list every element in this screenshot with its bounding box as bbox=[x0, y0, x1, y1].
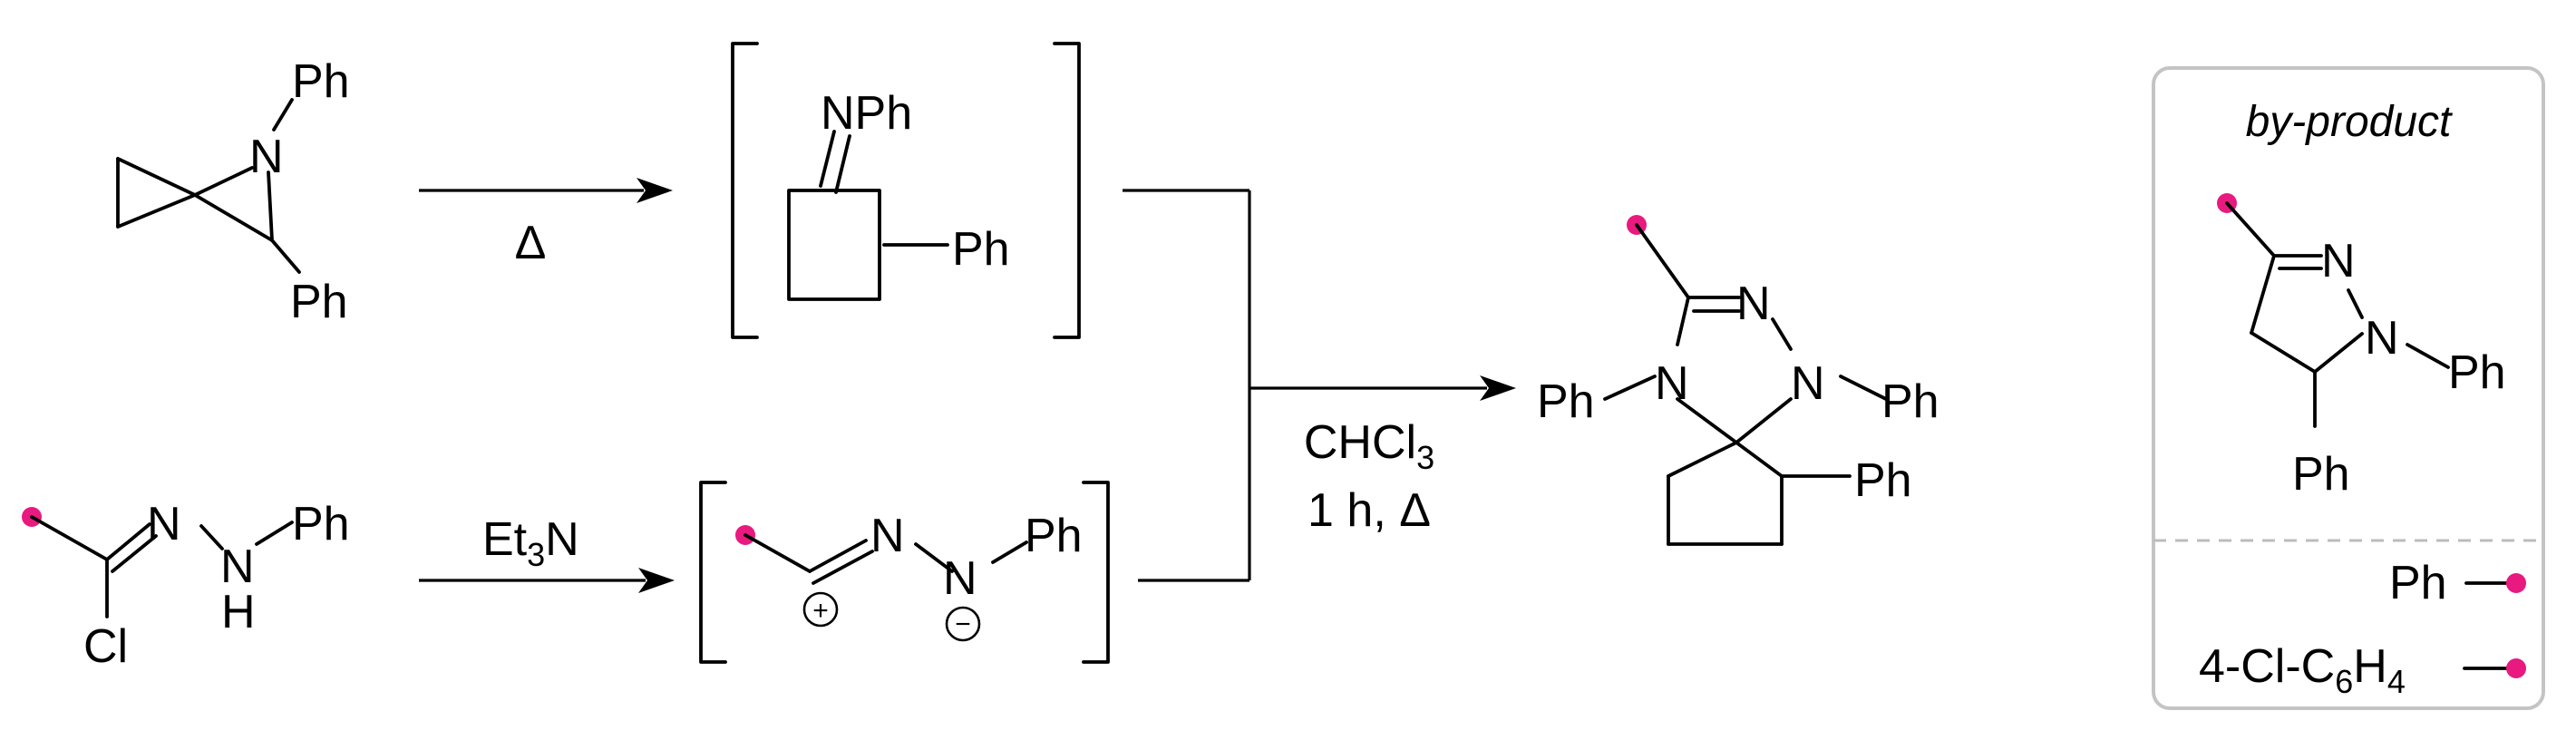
nitrile-imine-n1-label: N bbox=[870, 510, 905, 562]
product-ph-right-label: Ph bbox=[1881, 375, 1939, 428]
plus-charge: + bbox=[812, 596, 829, 626]
product-n-top-label: N bbox=[1736, 278, 1771, 330]
hydrazone-nh-n-label: N bbox=[220, 540, 255, 593]
substituent-dot bbox=[2506, 573, 2526, 593]
product-ph-cyclobutyl-label: Ph bbox=[1854, 454, 1912, 507]
byproduct-title: by-product bbox=[2246, 98, 2453, 146]
arrow-base: Et3N bbox=[419, 513, 675, 593]
imine-ph-label: Ph bbox=[952, 223, 1010, 276]
byproduct-ph-right-label: Ph bbox=[2448, 346, 2506, 399]
substituent-dot bbox=[2506, 658, 2526, 678]
legend-chlorophenyl-label: 4-Cl-C6H4 bbox=[2199, 640, 2406, 700]
cyclobutanimine-intermediate: NPh Ph bbox=[731, 42, 1081, 339]
heat-condition: Δ bbox=[515, 217, 547, 269]
minus-charge: − bbox=[955, 609, 971, 639]
nitrile-imine-intermediate: N N Ph + − bbox=[699, 481, 1110, 664]
hydrazone-n1-label: N bbox=[147, 498, 181, 550]
converging-arrow: CHCl3 1 h, Δ bbox=[1123, 189, 1516, 582]
hydrazone-cl-label: Cl bbox=[83, 620, 128, 673]
base-condition: Et3N bbox=[482, 513, 579, 573]
spiro-triazole-product: N N N Ph Ph Ph bbox=[1537, 215, 1939, 546]
arrow-heat: Δ bbox=[419, 178, 673, 269]
byproduct-n1-label: N bbox=[2321, 235, 2356, 287]
hydrazone-h-label: H bbox=[221, 586, 256, 638]
byproduct-box: by-product N N Ph Ph Ph 4-Cl-C6H4 bbox=[2152, 66, 2545, 710]
solvent-condition: CHCl3 bbox=[1304, 416, 1434, 476]
hydrazone-ph-label: Ph bbox=[292, 498, 350, 550]
aziridine-n-label: N bbox=[249, 131, 284, 183]
aziridine-ph-bottom-label: Ph bbox=[290, 276, 348, 328]
byproduct-ph-bottom-label: Ph bbox=[2292, 448, 2350, 501]
byproduct-n2-label: N bbox=[2365, 312, 2399, 365]
nitrile-imine-n2-label: N bbox=[943, 552, 977, 605]
aziridine-ph-top-label: Ph bbox=[292, 55, 350, 108]
time-temp-condition: 1 h, Δ bbox=[1307, 484, 1431, 537]
product-n-right-label: N bbox=[1791, 357, 1825, 410]
hydrazonoyl-chloride: N N H Ph Cl bbox=[22, 498, 350, 673]
nitrile-imine-ph-label: Ph bbox=[1025, 510, 1083, 562]
azaspiro-aziridine: N Ph Ph bbox=[116, 55, 350, 328]
product-ph-left-label: Ph bbox=[1537, 375, 1595, 428]
imine-nph-label: NPh bbox=[821, 87, 912, 140]
legend-ph-label: Ph bbox=[2389, 557, 2447, 609]
product-n-left-label: N bbox=[1655, 357, 1689, 410]
